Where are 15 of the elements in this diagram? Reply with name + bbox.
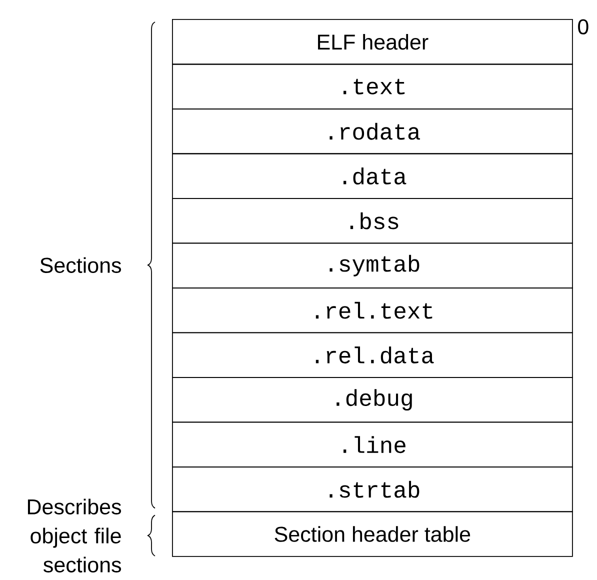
table-row: .line (172, 422, 573, 468)
offset-label: 0 (578, 19, 588, 34)
table-row: .strtab (172, 466, 573, 512)
brace-label: Sections (40, 257, 122, 273)
table-row: Section header table (172, 511, 573, 557)
table-row: .bss (172, 198, 573, 244)
brace-label: Describes object file sections (28, 498, 122, 572)
table-row: .rodata (172, 108, 573, 154)
table-row: ELF header (172, 19, 573, 65)
table-row: .text (172, 64, 573, 110)
table-row: .rel.data (172, 332, 573, 378)
table-row: .data (172, 153, 573, 199)
table-row: .rel.text (172, 287, 573, 334)
table-row: .symtab (172, 242, 573, 288)
table-row: .debug (172, 376, 573, 423)
